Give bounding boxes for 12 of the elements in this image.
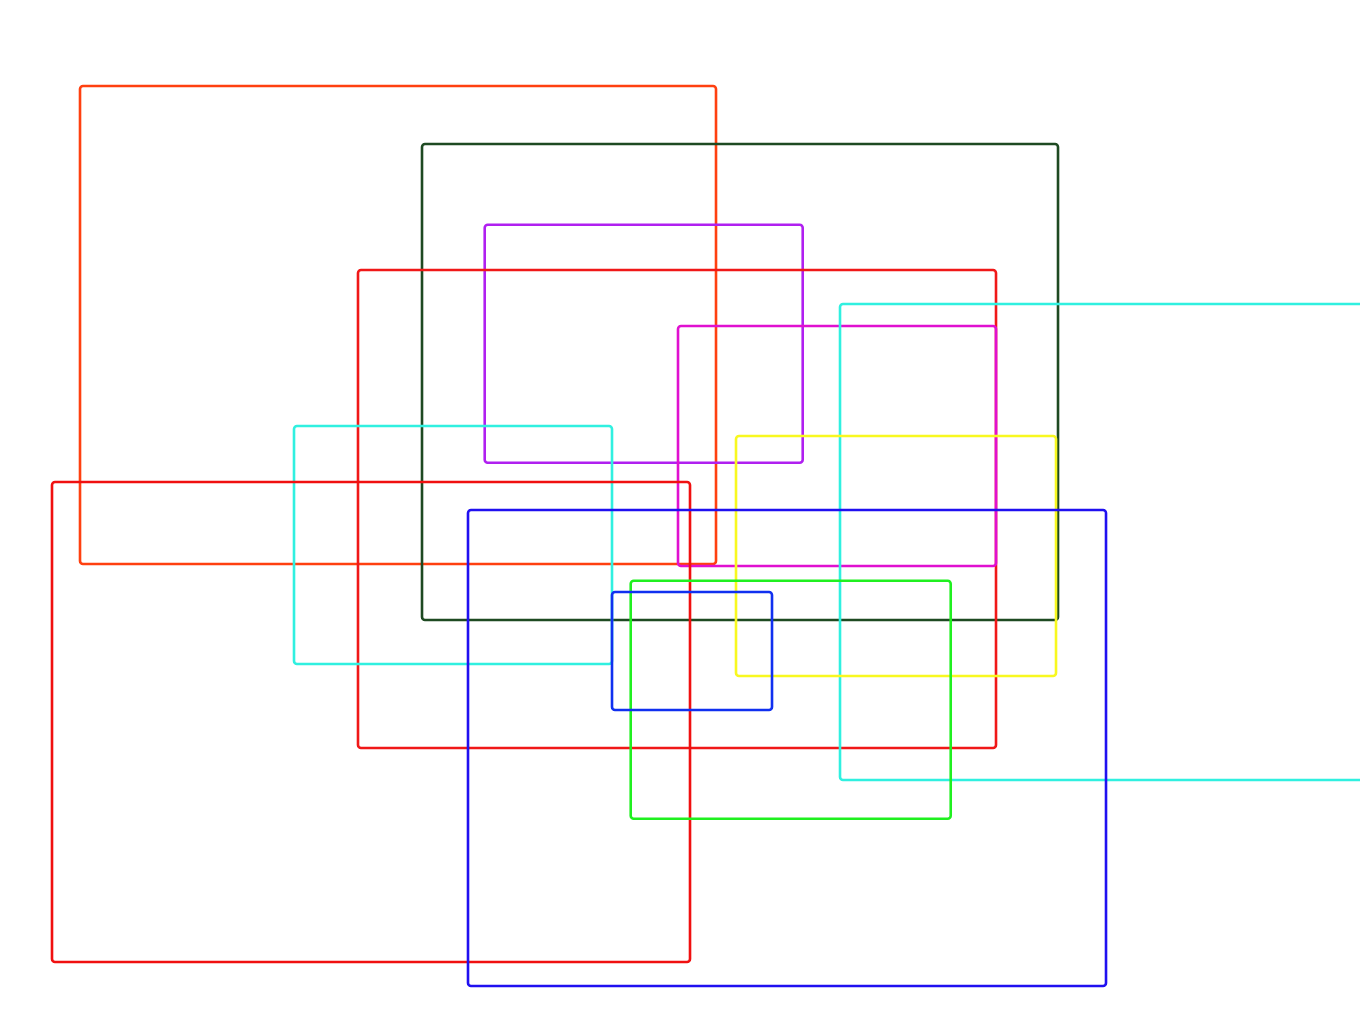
outline-box xyxy=(356,268,998,750)
outline-box xyxy=(466,508,1108,988)
outline-box xyxy=(420,142,1060,622)
outline-box xyxy=(676,324,998,568)
outline-box xyxy=(610,590,774,712)
outline-box xyxy=(838,302,1360,782)
outline-box xyxy=(734,434,1058,678)
outline-box xyxy=(78,84,718,566)
outline-box xyxy=(292,424,614,666)
outline-box xyxy=(629,579,952,820)
outline-box xyxy=(50,480,692,964)
outline-box xyxy=(483,223,804,464)
